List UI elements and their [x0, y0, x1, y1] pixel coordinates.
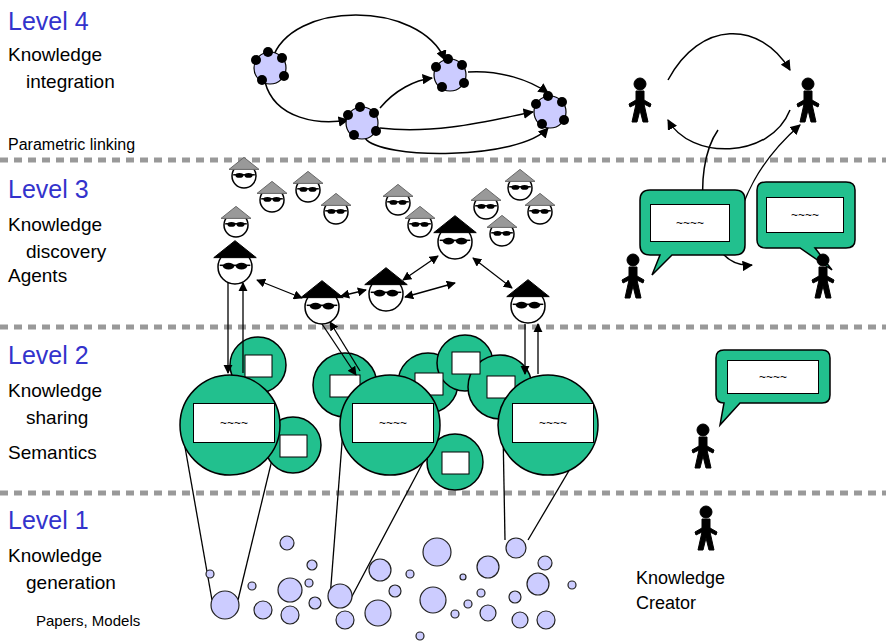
level-heading: Level 4 — [8, 4, 89, 39]
level-heading: Level 1 — [8, 503, 89, 538]
agent-icon — [405, 206, 435, 237]
agent-icon — [365, 268, 408, 311]
agent-icon — [383, 184, 413, 215]
agent-icon — [221, 206, 251, 237]
level-label: Knowledge discovery — [8, 212, 144, 265]
agent-icon — [257, 181, 287, 212]
level-heading: Level 2 — [8, 338, 89, 373]
box-text: ~~~~ — [539, 416, 567, 430]
level-label: Knowledge Creator — [636, 566, 741, 616]
box-text: ~~~~ — [676, 216, 704, 230]
model-cluster — [431, 54, 469, 92]
level-label: Parametric linking — [8, 134, 135, 156]
text-box: ~~~~ — [650, 204, 730, 242]
person-icon — [812, 254, 834, 298]
box-text: ~~~~ — [379, 416, 407, 430]
level-label: Semantics — [8, 440, 97, 467]
level-label: Agents — [8, 263, 67, 290]
model-cluster — [251, 47, 289, 85]
person-icon — [692, 424, 714, 468]
level-label: Knowledge generation — [8, 543, 144, 596]
text-box: ~~~~ — [512, 403, 594, 443]
agent-icon — [505, 169, 535, 200]
person-icon — [629, 78, 651, 122]
text-box: ~~~~ — [766, 197, 844, 233]
level-label: Knowledge sharing — [8, 378, 144, 431]
person-icon — [797, 78, 819, 122]
text-box: ~~~~ — [727, 360, 819, 394]
text-box: ~~~~ — [352, 403, 434, 443]
agent-icon — [471, 188, 501, 219]
person-icon — [622, 254, 644, 298]
box-text: ~~~~ — [220, 416, 248, 430]
agent-icon — [293, 171, 323, 202]
box-text: ~~~~ — [759, 370, 787, 384]
agent-icon — [229, 157, 259, 188]
agent-icon — [525, 193, 555, 224]
level-heading: Level 3 — [8, 172, 89, 207]
text-box: ~~~~ — [193, 403, 275, 443]
agent-icon — [321, 193, 351, 224]
agent-icon — [434, 216, 477, 259]
level-label: Papers, Models — [36, 610, 140, 631]
model-cluster — [531, 91, 569, 129]
agent-icon — [214, 241, 257, 284]
agent-icon — [507, 280, 550, 323]
model-cluster — [343, 102, 381, 140]
agent-icon — [301, 281, 344, 324]
person-icon — [695, 506, 717, 550]
level-label: Knowledge integration — [8, 42, 144, 95]
agent-icon — [487, 215, 517, 246]
box-text: ~~~~ — [791, 208, 819, 222]
